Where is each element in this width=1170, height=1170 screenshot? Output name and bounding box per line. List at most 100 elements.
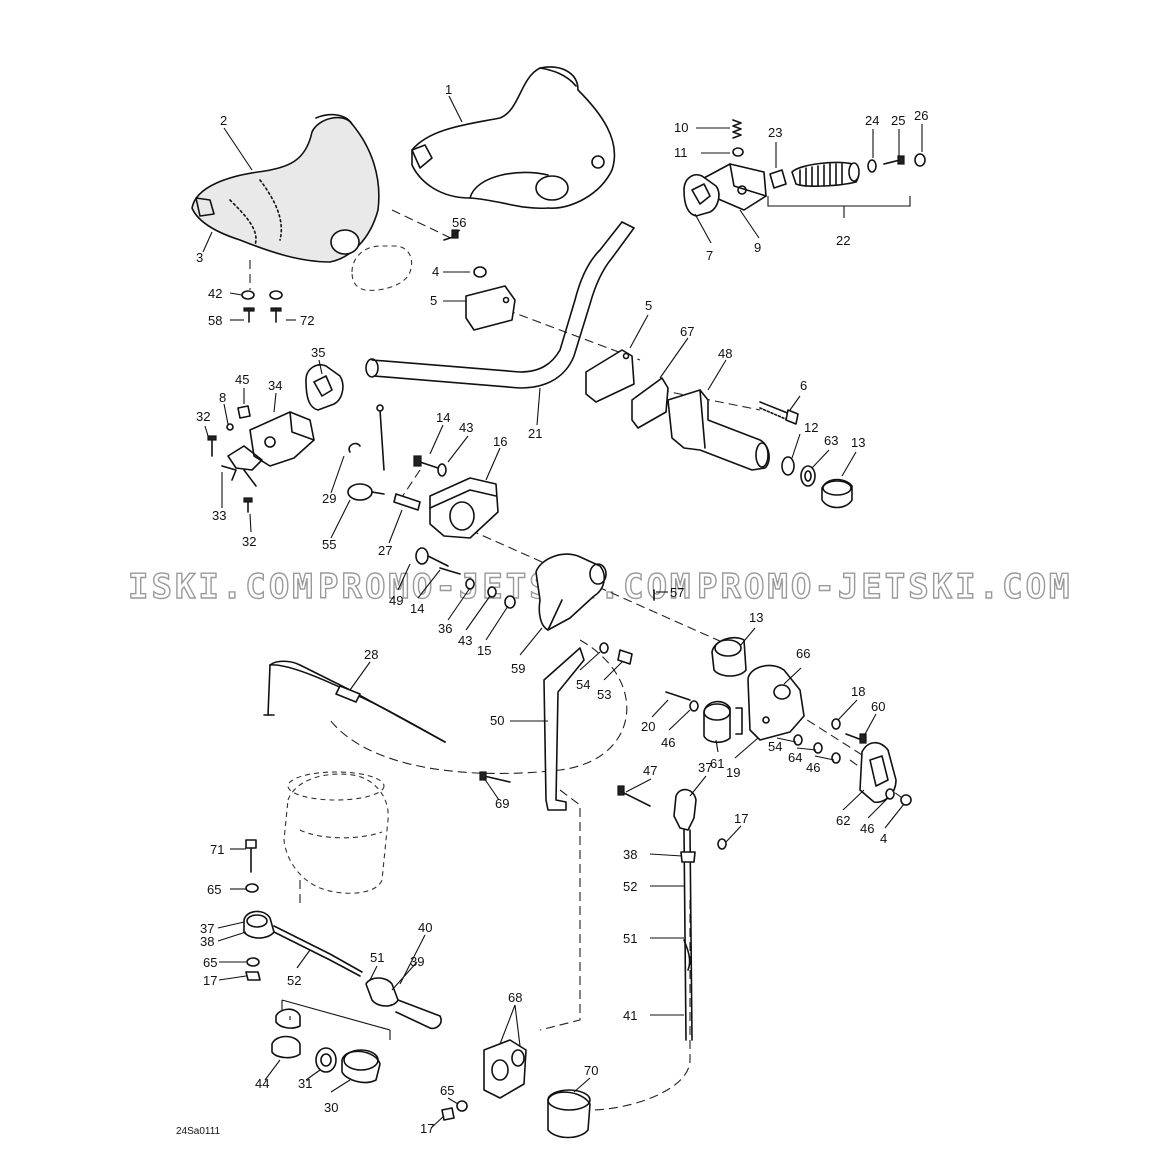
callout-33: 33: [212, 508, 226, 523]
callout-46: 46: [860, 821, 874, 836]
cable-clamp: [441, 1039, 591, 1139]
callout-20: 20: [641, 719, 655, 734]
throttle-grip-assembly: [683, 119, 926, 217]
callout-31: 31: [298, 1076, 312, 1091]
callout-60: 60: [871, 699, 885, 714]
callout-41: 41: [623, 1008, 637, 1023]
callout-45: 45: [235, 372, 249, 387]
callout-15: 15: [477, 643, 491, 658]
callout-36: 36: [438, 621, 452, 636]
callout-17: 17: [734, 811, 748, 826]
callout-21: 21: [528, 426, 542, 441]
callout-13: 13: [749, 610, 763, 625]
steering-support: [429, 477, 607, 631]
grip-kit-bracket: [767, 196, 911, 218]
callout-19: 19: [726, 765, 740, 780]
callout-43: 43: [458, 633, 472, 648]
handlebar: [365, 221, 635, 389]
callout-38: 38: [200, 934, 214, 949]
callout-8: 8: [219, 390, 226, 405]
callout-57: 57: [670, 585, 684, 600]
callout-17: 17: [420, 1121, 434, 1136]
watermark-right: PROMO-JETSKI.COM: [697, 567, 1073, 607]
callout-37: 37: [200, 921, 214, 936]
cable-bushings: [271, 999, 391, 1084]
jet-nozzle-outline: [283, 771, 389, 894]
callout-65: 65: [203, 955, 217, 970]
callout-53: 53: [597, 687, 611, 702]
callout-32: 32: [242, 534, 256, 549]
callout-25: 25: [891, 113, 905, 128]
callout-28: 28: [364, 647, 378, 662]
throttle-cable: [263, 660, 446, 743]
callout-1: 1: [445, 82, 452, 97]
callout-51: 51: [370, 950, 384, 965]
clamp-lower: [585, 349, 635, 403]
steering-stem: [667, 389, 770, 471]
callout-49: 49: [389, 593, 403, 608]
callout-22: 22: [836, 233, 850, 248]
callout-52: 52: [287, 973, 301, 988]
callout-27: 27: [378, 543, 392, 558]
callout-70: 70: [584, 1063, 598, 1078]
callout-67: 67: [680, 324, 694, 339]
callout-14: 14: [410, 601, 424, 616]
callout-48: 48: [718, 346, 732, 361]
steering-gasket: [631, 377, 669, 429]
padded-cover: [191, 113, 380, 263]
callout-54: 54: [576, 677, 590, 692]
callout-16: 16: [493, 434, 507, 449]
callout-35: 35: [311, 345, 325, 360]
callout-54: 54: [768, 739, 782, 754]
callouts: 1 2 3 56 4 5 42 58 72 5 67 48 6 12 63 13…: [196, 82, 928, 1136]
callout-18: 18: [851, 684, 865, 699]
watermark-left: ISKI.COM: [128, 567, 316, 607]
callout-63: 63: [824, 433, 838, 448]
steering-cable-right: [617, 785, 727, 1041]
callout-10: 10: [674, 120, 688, 135]
steering-washers: [781, 456, 853, 509]
callout-13: 13: [851, 435, 865, 450]
callout-11: 11: [674, 145, 688, 160]
callout-14: 14: [436, 410, 450, 425]
right-lower-assembly: [665, 636, 912, 806]
callout-2: 2: [220, 113, 227, 128]
handlebar-cover-top: [411, 66, 616, 210]
callout-69: 69: [495, 796, 509, 811]
callout-50: 50: [490, 713, 504, 728]
callout-4: 4: [880, 831, 887, 846]
callout-55: 55: [322, 537, 336, 552]
leader-lines: [202, 95, 923, 1129]
callout-7: 7: [706, 248, 713, 263]
callout-71: 71: [210, 842, 224, 857]
callout-46: 46: [661, 735, 675, 750]
callout-23: 23: [768, 125, 782, 140]
callout-64: 64: [788, 750, 802, 765]
callout-59: 59: [511, 661, 525, 676]
callout-42: 42: [208, 286, 222, 301]
steering-bolt: [759, 401, 799, 425]
callout-6: 6: [800, 378, 807, 393]
callout-34: 34: [268, 378, 282, 393]
callout-44: 44: [255, 1076, 269, 1091]
bolt-69: [483, 775, 511, 783]
callout-58: 58: [208, 313, 222, 328]
callout-62: 62: [836, 813, 850, 828]
callout-32: 32: [196, 409, 210, 424]
callout-72: 72: [300, 313, 314, 328]
callout-52: 52: [623, 879, 637, 894]
callout-3: 3: [196, 250, 203, 265]
clamp-upper: [465, 285, 516, 331]
fasteners-center: [347, 404, 655, 665]
callout-9: 9: [754, 240, 761, 255]
callout-51: 51: [623, 931, 637, 946]
callout-30: 30: [324, 1100, 338, 1115]
callout-56: 56: [452, 215, 466, 230]
callout-17: 17: [203, 973, 217, 988]
callout-5: 5: [645, 298, 652, 313]
gasket-outline: [351, 245, 413, 291]
callout-24: 24: [865, 113, 879, 128]
callout-29: 29: [322, 491, 336, 506]
steering-arm-lower: [243, 839, 442, 1030]
